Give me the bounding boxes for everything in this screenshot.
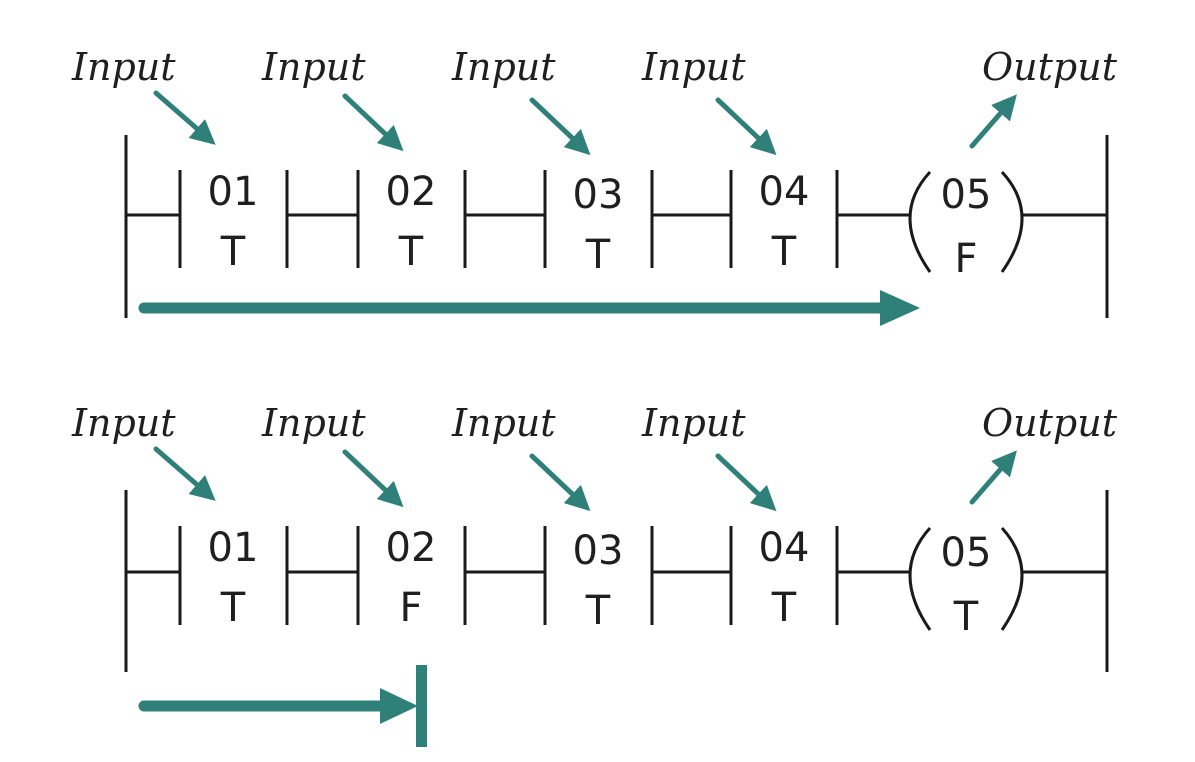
contact-id: 03 (573, 172, 624, 218)
input-label: Input (261, 401, 366, 445)
contact-id: 01 (208, 169, 259, 215)
input-label: Input (641, 401, 746, 445)
input-arrow (529, 97, 591, 156)
contact-04: 04 T (729, 169, 839, 275)
coil-id: 05 (941, 530, 992, 576)
contact-state: T (771, 229, 797, 275)
input-label: Input (451, 401, 556, 445)
input-label: Input (641, 45, 746, 89)
input-arrow (715, 97, 777, 156)
coil-right-arc (1000, 170, 1024, 273)
input-arrow (342, 449, 404, 508)
coil-05: 05 T (908, 526, 1024, 640)
coil-left-arc (908, 170, 932, 273)
coil-id: 05 (941, 172, 992, 218)
contact-state: T (220, 229, 246, 275)
contact-id: 03 (573, 528, 624, 574)
contact-state: T (398, 229, 424, 275)
contact-id: 01 (208, 525, 259, 571)
rung-2: 01 T 02 F 03 T 04 T 05 T (71, 401, 1118, 747)
contact-id: 02 (386, 169, 437, 215)
input-label: Input (261, 45, 366, 89)
coil-05: 05 F (908, 170, 1024, 282)
contact-02: 02 T (356, 169, 467, 275)
contact-state: T (220, 585, 246, 631)
input-label: Input (451, 45, 556, 89)
contact-01: 01 T (178, 525, 289, 631)
input-arrow (715, 453, 777, 512)
flow-arrow-head (380, 688, 418, 724)
contact-state: F (399, 585, 422, 631)
output-arrow (969, 450, 1017, 505)
contact-02: 02 F (356, 525, 467, 631)
input-arrow (342, 93, 404, 152)
input-label: Input (71, 401, 176, 445)
output-label: Output (982, 401, 1118, 445)
input-arrow (153, 446, 216, 501)
output-label: Output (982, 45, 1118, 89)
coil-state: T (953, 594, 979, 640)
coil-right-arc (1000, 526, 1024, 631)
contact-id: 02 (386, 525, 437, 571)
contact-state: T (771, 585, 797, 631)
contact-03: 03 T (543, 526, 654, 634)
blocked-flow-arrow (138, 665, 427, 747)
contact-id: 04 (759, 169, 810, 215)
contact-01: 01 T (178, 169, 289, 275)
power-flow-arrow (138, 290, 920, 326)
coil-state: F (954, 236, 977, 282)
contact-state: T (585, 232, 611, 278)
contact-04: 04 T (729, 525, 839, 631)
input-label: Input (71, 45, 176, 89)
contact-id: 04 (759, 525, 810, 571)
flow-arrow-head (880, 290, 920, 326)
contact-state: T (585, 588, 611, 634)
output-arrow (969, 94, 1017, 149)
flow-stop-bar (416, 665, 427, 747)
contact-03: 03 T (543, 170, 654, 278)
input-arrow (153, 90, 216, 145)
coil-left-arc (908, 526, 932, 631)
rung-1: 01 T 02 T 03 T 04 T 05 F (71, 45, 1118, 326)
input-arrow (529, 453, 591, 512)
